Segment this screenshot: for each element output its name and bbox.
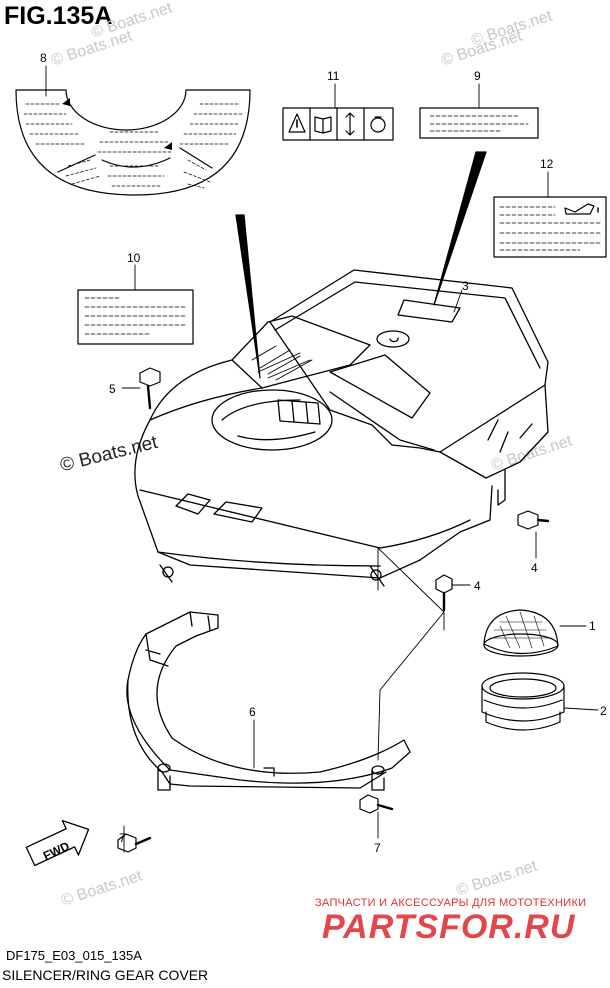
callout-numbers: 8 11 9 12 10 3 5 4 4 1 2 6 7 7: [40, 51, 607, 855]
callout-8: 8: [40, 51, 47, 65]
leader-lines: [45, 65, 599, 853]
pointer-wedge-10: [235, 214, 261, 379]
part-11-label-icons: [282, 107, 394, 141]
bolt-7-right: [359, 794, 394, 814]
manual-icon: [314, 116, 332, 134]
pointer-wedge-9: [433, 151, 487, 306]
part-6-ring-gear-cover: [126, 611, 411, 791]
callout-2: 2: [600, 704, 607, 718]
bolt-4-center: [435, 574, 453, 612]
callout-5: 5: [109, 382, 116, 396]
shop-logo: PARTSFOR.RU: [322, 908, 576, 946]
bolt-5: [139, 367, 161, 410]
callout-9: 9: [474, 69, 481, 83]
callout-3: 3: [462, 279, 469, 293]
figure-caption: SILENCER/RING GEAR COVER: [2, 967, 209, 983]
callout-7: 7: [119, 831, 126, 845]
warning-icon: [288, 113, 306, 133]
callout-4: 4: [531, 561, 538, 575]
part-1-mesh-cap: [483, 609, 559, 657]
part-9-label: [419, 107, 539, 139]
figure-code: DF175_E03_015_135A: [6, 948, 142, 963]
arrows-icon: [345, 112, 355, 136]
shop-tagline: ЗАПЧАСТИ И АКСЕССУАРЫ ДЛЯ МОТОТЕХНИКИ: [315, 897, 587, 909]
callout-4: 4: [474, 579, 481, 593]
fwd-arrow: [25, 819, 90, 867]
bolt-7-left: [117, 833, 152, 853]
oil-can-icon: [370, 116, 386, 133]
callout-10: 10: [127, 251, 141, 265]
callout-7: 7: [374, 841, 381, 855]
callout-11: 11: [327, 69, 340, 83]
part-2-grommet: [481, 672, 565, 731]
callout-12: 12: [540, 157, 554, 171]
part-12-label: [493, 196, 607, 258]
figure-title: FIG.135A: [4, 2, 113, 30]
part-8-label-sticker: [15, 89, 251, 196]
part-3-silencer-cover: [134, 269, 549, 587]
callout-1: 1: [589, 619, 596, 633]
callout-6: 6: [249, 705, 256, 719]
part-10-label: [77, 289, 194, 345]
bolt-4-right: [517, 510, 550, 530]
